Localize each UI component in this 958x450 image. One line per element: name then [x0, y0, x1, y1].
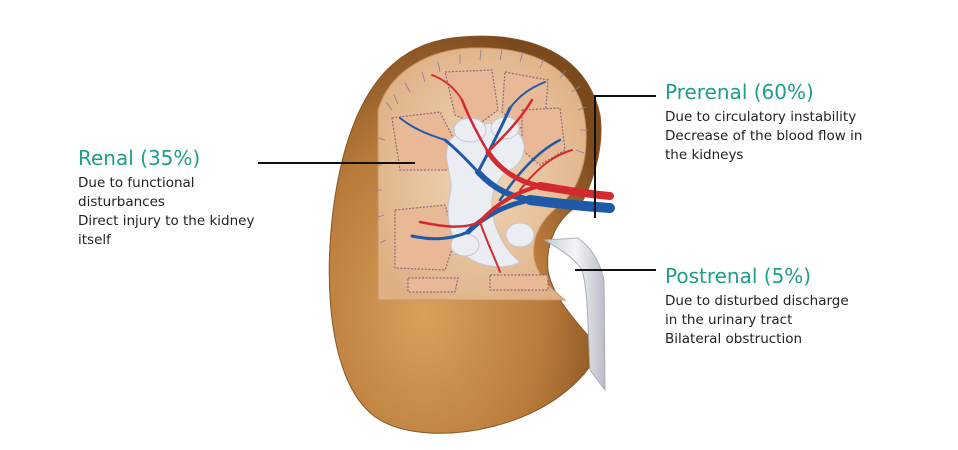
prerenal-description: Due to circulatory instability Decrease …	[665, 108, 925, 165]
postrenal-label: Postrenal (5%) Due to disturbed discharg…	[665, 264, 925, 349]
renal-description: Due to functional disturbances Direct in…	[78, 174, 318, 250]
postrenal-description: Due to disturbed discharge in the urinar…	[665, 292, 925, 349]
prerenal-leader	[595, 96, 656, 218]
renal-title: Renal (35%)	[78, 146, 318, 170]
postrenal-title: Postrenal (5%)	[665, 264, 925, 288]
renal-label: Renal (35%) Due to functional disturbanc…	[78, 146, 318, 250]
prerenal-title: Prerenal (60%)	[665, 80, 925, 104]
prerenal-label: Prerenal (60%) Due to circulatory instab…	[665, 80, 925, 165]
